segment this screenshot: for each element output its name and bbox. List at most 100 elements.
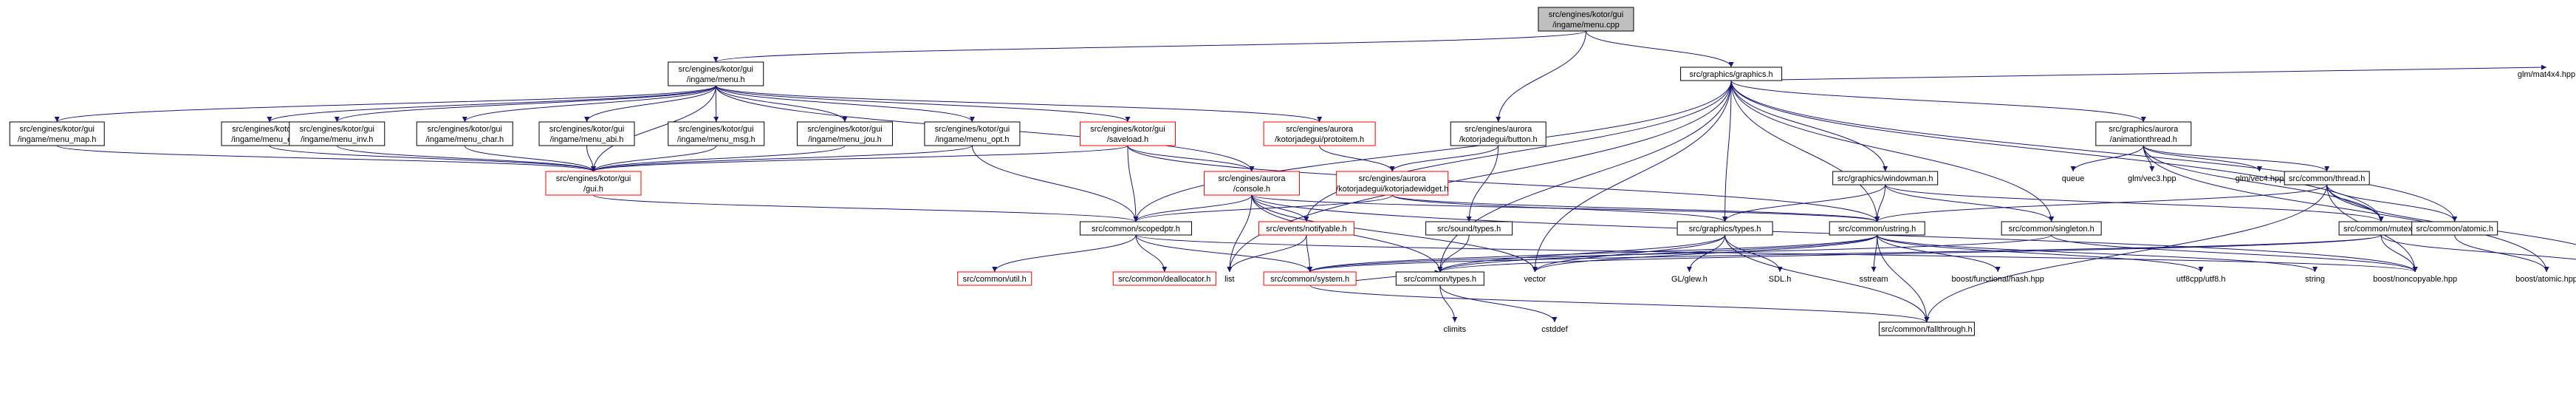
edge-animthread-to-queue [2070, 145, 2144, 172]
node-label: string [2305, 275, 2325, 284]
edge-graphics_h-to-animthread [1730, 80, 2146, 123]
node-box [1203, 171, 1300, 196]
node-label: /kotorjadegui/protoitem.h [1275, 135, 1364, 144]
edge-menu_jou-to-gui_h [591, 145, 846, 172]
node-box [289, 121, 386, 146]
node-cstddef[interactable]: cstddef [1538, 322, 1571, 335]
edge-thread-to-mutex [2326, 184, 2384, 222]
node-boostatomic[interactable]: boost/atomic.hpp [2515, 272, 2576, 285]
node-protoitem[interactable]: src/engines/aurora/kotorjadegui/protoite… [1263, 121, 1376, 146]
node-menu-h[interactable]: src/engines/kotor/gui/ingame/menu.h [668, 61, 764, 86]
node-box [1112, 271, 1216, 286]
node-deallocator[interactable]: src/common/deallocator.h [1112, 271, 1216, 286]
node-thread[interactable]: src/common/thread.h [2284, 171, 2370, 185]
edge-graphics_h-to-singleton [1730, 80, 2055, 222]
node-menu-jou[interactable]: src/engines/kotor/gui/ingame/menu_jou.h [796, 121, 893, 146]
node-vec3[interactable]: glm/vec3.hpp [2127, 171, 2176, 185]
edge-graphics_h-to-ustring [1730, 80, 1880, 222]
node-label: /ingame/menu_char.h [425, 135, 504, 144]
node-label: src/engines/kotor/gui [1090, 125, 1165, 134]
node-box [668, 61, 764, 86]
node-singleton[interactable]: src/common/singleton.h [2001, 221, 2102, 236]
node-label: /ingame/menu.cpp [1552, 21, 1620, 30]
node-label: src/engines/kotor/gui [300, 125, 375, 134]
node-string[interactable]: string [2301, 272, 2329, 285]
node-box [1680, 67, 1783, 81]
node-windowman[interactable]: src/graphics/windowman.h [1832, 171, 1939, 185]
node-button[interactable]: src/engines/aurora/kotorjadegui/button.h [1450, 121, 1546, 146]
node-vector[interactable]: vector [1520, 272, 1549, 285]
node-menu-msg[interactable]: src/engines/kotor/gui/ingame/menu_msg.h [668, 121, 765, 146]
node-label: glm/vec4.hpp [2236, 174, 2284, 183]
node-menu-char[interactable]: src/engines/kotor/gui/ingame/menu_char.h [416, 121, 513, 146]
node-util[interactable]: src/common/util.h [957, 271, 1032, 286]
edge-menu_h-to-menu_equ [267, 85, 716, 123]
node-menu-cpp[interactable]: src/engines/kotor/gui/ingame/menu.cpp [1538, 7, 1634, 32]
node-glew[interactable]: GL/glew.h [1669, 272, 1710, 285]
node-label: src/common/system.h [1270, 275, 1349, 284]
node-gui-h[interactable]: src/engines/kotor/gui/gui.h [545, 171, 642, 196]
edge-system-to-fallthrough [1309, 285, 1930, 323]
node-label: src/engines/aurora [1218, 174, 1286, 183]
edge-menu_inv-to-gui_h [336, 145, 596, 172]
node-menu-inv[interactable]: src/engines/kotor/gui/ingame/menu_inv.h [289, 121, 386, 146]
node-label: src/common/util.h [963, 275, 1027, 284]
node-label: src/engines/kotor/gui [232, 125, 307, 134]
node-gtypes[interactable]: src/graphics/types.h [1676, 221, 1773, 236]
node-box [1395, 271, 1484, 286]
node-vec4[interactable]: glm/vec4.hpp [2235, 171, 2284, 185]
node-label: glm/mat4x4.hpp [2518, 70, 2575, 79]
node-climits[interactable]: climits [1441, 322, 1469, 335]
edge-menu_h-to-gui_h [590, 85, 716, 172]
node-label: list [1224, 275, 1234, 284]
edge-menu_cpp-to-button [1496, 30, 1586, 123]
node-fallthrough[interactable]: src/common/fallthrough.h [1878, 321, 1975, 336]
node-label: /saveload.h [1107, 135, 1148, 144]
node-animthread[interactable]: src/graphics/aurora/animationthread.h [2095, 121, 2192, 146]
node-sstream[interactable]: sstream [1856, 272, 1891, 285]
node-console[interactable]: src/engines/aurora/console.h [1203, 171, 1300, 196]
node-label: src/engines/aurora [1359, 174, 1427, 183]
node-sdl[interactable]: SDL.h [1767, 272, 1793, 285]
node-box [1832, 171, 1939, 185]
node-noncopyable[interactable]: boost/noncopyable.hpp [2371, 272, 2460, 285]
node-box [416, 121, 513, 146]
node-atomic[interactable]: src/common/atomic.h [2411, 221, 2498, 236]
node-graphics-h[interactable]: src/graphics/graphics.h [1680, 67, 1783, 81]
node-soundtypes[interactable]: src/sound/types.h [1425, 221, 1513, 236]
node-box [1829, 221, 1925, 236]
node-menu-abi[interactable]: src/engines/kotor/gui/ingame/menu_abi.h [538, 121, 635, 146]
node-box [1263, 121, 1376, 146]
node-label: /ingame/menu_abi.h [550, 135, 624, 144]
node-saveload[interactable]: src/engines/kotor/gui/saveload.h [1079, 121, 1176, 146]
node-kotorwidget[interactable]: src/engines/aurora/kotorjadegui/kotorjad… [1336, 171, 1448, 196]
node-label: src/engines/kotor/gui [1549, 10, 1624, 19]
node-box [2001, 221, 2102, 236]
node-mutex[interactable]: src/common/mutex.h [2338, 221, 2424, 236]
node-label: boost/atomic.hpp [2515, 275, 2576, 284]
node-label: src/graphics/graphics.h [1690, 70, 1773, 79]
node-notifyable[interactable]: src/events/notifyable.h [1258, 221, 1354, 236]
node-box [1450, 121, 1546, 146]
node-menu-opt[interactable]: src/engines/kotor/gui/ingame/menu_opt.h [924, 121, 1021, 146]
node-ctypes[interactable]: src/common/types.h [1395, 271, 1484, 286]
node-menu-map[interactable]: src/engines/kotor/gui/ingame/menu_map.h [9, 121, 105, 146]
node-scopedptr[interactable]: src/common/scopedptr.h [1079, 221, 1192, 236]
node-mat4[interactable]: glm/mat4x4.hpp [2518, 67, 2575, 81]
node-list[interactable]: list [1221, 272, 1239, 285]
node-queue[interactable]: queue [2060, 171, 2087, 185]
node-system[interactable]: src/common/system.h [1263, 271, 1357, 286]
node-utf8[interactable]: utf8cpp/utf8.h [2174, 272, 2228, 285]
edge-notifyable-to-system [1306, 234, 1313, 273]
node-label: src/engines/kotor/gui [556, 174, 631, 183]
edge-windowman-to-gtypes [1722, 184, 1886, 222]
node-box [1425, 221, 1513, 236]
node-label: vector [1524, 275, 1546, 284]
edge-thread-to-fallthrough [1924, 184, 2328, 323]
node-ustring[interactable]: src/common/ustring.h [1829, 221, 1925, 236]
edge-graphics_h-to-windowman [1730, 80, 1888, 172]
edge-menu_h-to-menu_opt [715, 85, 975, 123]
node-hash[interactable]: boost/functional/hash.hpp [1950, 272, 2046, 285]
node-label: boost/functional/hash.hpp [1952, 275, 2044, 284]
node-label: src/common/thread.h [2289, 174, 2365, 183]
